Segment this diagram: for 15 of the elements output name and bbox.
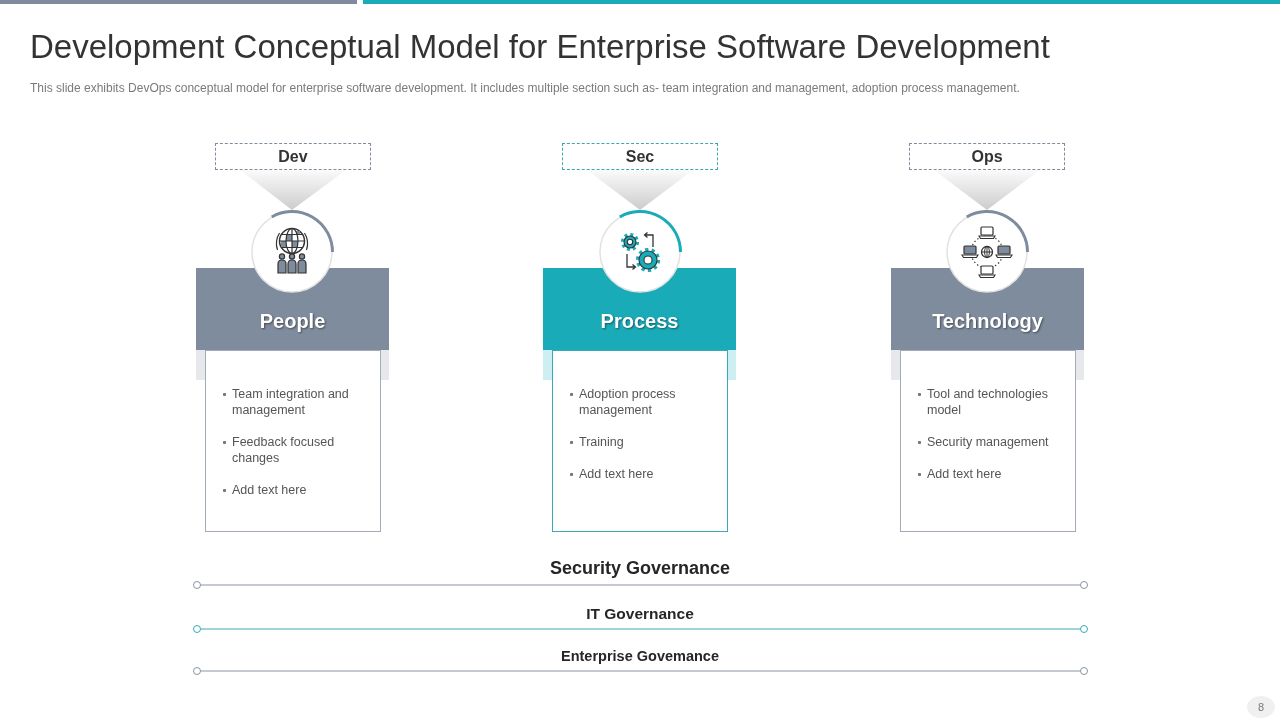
- page-number: 8: [1247, 696, 1275, 718]
- slide-title: Development Conceptual Model for Enterprise Software Development: [30, 27, 1050, 67]
- card-heading: People: [259, 309, 326, 334]
- dashed-label-box: Ops: [909, 143, 1065, 170]
- dashed-label-box: Sec: [562, 143, 718, 170]
- section-heading: IT Governance: [586, 604, 694, 624]
- section-heading: Security Governance: [549, 557, 731, 580]
- chevron-arrow: [934, 170, 1040, 210]
- chevron-arrow: [240, 170, 346, 210]
- dashed-label-box: Dev: [215, 143, 371, 170]
- chevron-arrow: [587, 170, 693, 210]
- section-heading: Enterprise Govemance: [561, 647, 719, 666]
- card-heading: Technology: [932, 309, 1043, 334]
- card-heading: Process: [600, 309, 679, 334]
- slide-subtitle: This slide exhibits DevOps conceptual model for enterprise software development. It includes multiple section such as- team integration and management, adoption process management.: [30, 80, 1020, 96]
